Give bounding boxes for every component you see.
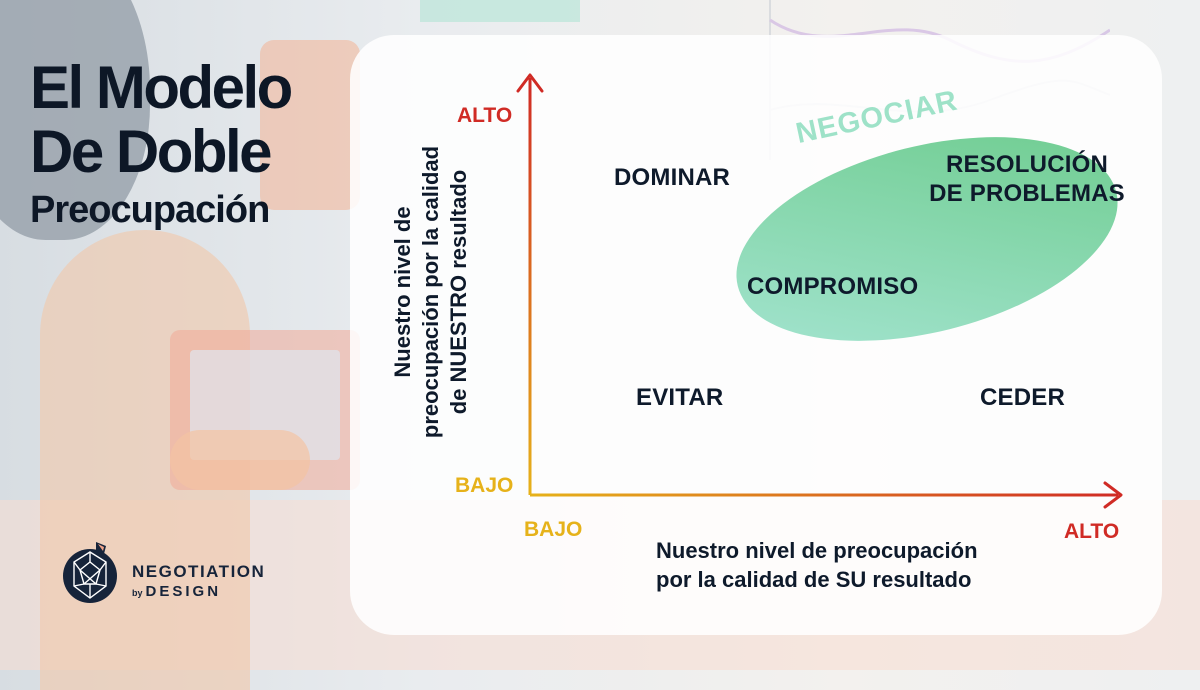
geodesic-globe-icon	[63, 542, 117, 603]
diagram-graphic	[516, 73, 1123, 509]
x-axis-title: Nuestro nivel de preocupación por la cal…	[656, 536, 978, 594]
brand-by: by	[132, 588, 143, 598]
region-resolucion-line-1: RESOLUCIÓN	[945, 151, 1108, 178]
title-line-2: De Doble	[30, 118, 273, 185]
brand-name-line-1: NEGOTIATION	[132, 562, 266, 581]
region-resolucion-de-problemas: RESOLUCIÓN DE PROBLEMAS	[922, 150, 1132, 208]
region-compromiso: COMPROMISO	[747, 273, 919, 300]
y-axis-title-line-2: preocupación por la calidad	[418, 145, 443, 439]
region-resolucion-line-2: DE PROBLEMAS	[929, 180, 1125, 207]
title-line-3: Preocupación	[30, 189, 270, 231]
x-axis-title-line-2: por la calidad de SU resultado	[656, 567, 972, 592]
region-evitar: EVITAR	[636, 384, 724, 411]
diagram-card	[350, 35, 1162, 635]
y-axis-low-label: BAJO	[455, 474, 514, 497]
region-dominar: DOMINAR	[614, 164, 731, 191]
y-axis-title-line-1: Nuestro nivel de	[390, 206, 415, 378]
x-axis-low-label: BAJO	[524, 518, 583, 541]
y-axis-title: Nuestro nivel de preocupación por la cal…	[389, 102, 473, 482]
title-line-1: El Modelo	[30, 54, 293, 121]
page-title: El Modelo De Doble Preocupación	[30, 54, 293, 234]
x-axis-arrowhead	[1103, 481, 1123, 509]
x-axis-title-line-1: Nuestro nivel de preocupación	[656, 538, 978, 563]
region-ceder: CEDER	[980, 384, 1066, 411]
x-axis-high-label: ALTO	[1064, 520, 1120, 543]
y-axis-arrowhead	[516, 73, 544, 93]
negotiation-ellipse	[736, 137, 1118, 341]
brand-design: DESIGN	[145, 583, 222, 600]
y-axis-title-line-3: de NUESTRO resultado	[446, 169, 471, 415]
y-axis-high-label: ALTO	[457, 104, 513, 127]
